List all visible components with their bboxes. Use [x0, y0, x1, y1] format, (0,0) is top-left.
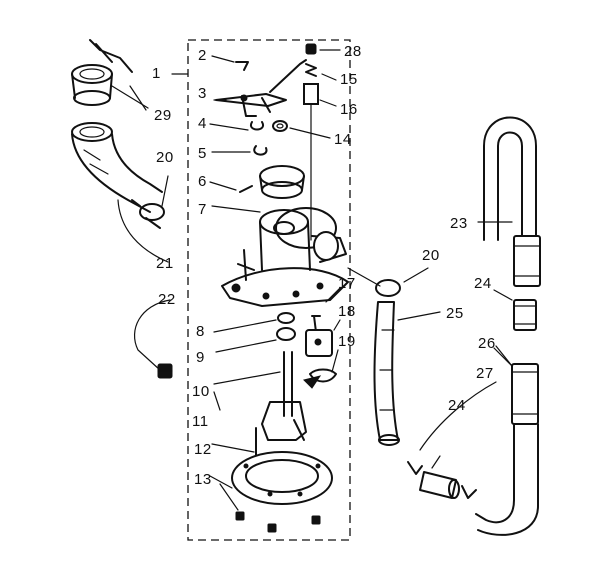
part-18-switch[interactable]	[305, 319, 341, 357]
callout-13[interactable]: 13	[194, 471, 212, 488]
part-26-lower-pipe[interactable]	[475, 347, 539, 536]
part-15-spring[interactable]	[305, 63, 337, 81]
part-23-j-pipe[interactable]	[477, 116, 541, 287]
part-11-agitator[interactable]	[255, 401, 307, 457]
callout-24-lower[interactable]: 24	[448, 397, 466, 414]
part-19-impeller[interactable]	[303, 349, 339, 389]
callout-16[interactable]: 16	[340, 101, 358, 118]
callout-6[interactable]: 6	[198, 173, 207, 190]
part-8-washer[interactable]	[213, 312, 295, 333]
callout-14[interactable]: 14	[334, 131, 352, 148]
part-22-screw[interactable]	[133, 299, 173, 379]
part-16-sleeve[interactable]	[303, 83, 337, 107]
callout-9[interactable]: 9	[196, 349, 205, 366]
callout-12[interactable]: 12	[194, 441, 212, 458]
callout-8[interactable]: 8	[196, 323, 205, 340]
part-7-float-cap[interactable]	[211, 165, 305, 213]
part-20-clamp-right[interactable]	[375, 267, 429, 297]
part-12-base-ring[interactable]	[231, 451, 333, 505]
callout-22[interactable]: 22	[158, 291, 176, 308]
part-21-elbow-hose[interactable]	[71, 122, 169, 263]
part-3-bracket[interactable]	[215, 59, 307, 117]
part-13-screws[interactable]	[219, 483, 321, 533]
callout-10[interactable]: 10	[192, 383, 210, 400]
part-25-hose[interactable]	[373, 301, 441, 446]
part-20-clamp-left[interactable]	[131, 175, 169, 229]
callout-11[interactable]: 11	[192, 413, 209, 430]
part-14-nut[interactable]	[272, 120, 331, 139]
callout-4[interactable]: 4	[198, 115, 207, 132]
callout-21[interactable]: 21	[156, 255, 174, 272]
callout-25[interactable]: 25	[446, 305, 464, 322]
part-28-cap[interactable]	[305, 43, 341, 55]
part-9-seal[interactable]	[215, 327, 296, 353]
part-6-pin[interactable]	[209, 181, 253, 193]
callout-18[interactable]: 18	[338, 303, 356, 320]
callout-5[interactable]: 5	[198, 145, 207, 162]
callout-17[interactable]: 17	[338, 275, 356, 292]
callout-7[interactable]: 7	[198, 201, 207, 218]
callout-29[interactable]: 29	[154, 107, 172, 124]
part-24-coupling-upper[interactable]	[493, 289, 537, 331]
callout-1[interactable]: 1	[152, 65, 161, 82]
callout-2[interactable]: 2	[198, 47, 207, 64]
callout-23[interactable]: 23	[450, 215, 468, 232]
callout-26[interactable]: 26	[478, 335, 496, 352]
part-10-shaft[interactable]	[213, 351, 293, 417]
part-5-clip[interactable]	[211, 145, 268, 156]
part-29-coupling[interactable]	[71, 39, 149, 109]
part-24-coupling-lower[interactable]	[419, 455, 460, 499]
callout-28[interactable]: 28	[344, 43, 362, 60]
part-27-clamps[interactable]	[407, 381, 497, 499]
part-4-spring[interactable]	[209, 121, 265, 131]
part-2-screw[interactable]	[211, 55, 249, 71]
callout-19[interactable]: 19	[338, 333, 356, 350]
assembly-frame	[187, 39, 351, 541]
callout-15[interactable]: 15	[340, 71, 358, 88]
leader-lines	[129, 73, 513, 489]
callout-24-upper[interactable]: 24	[474, 275, 492, 292]
callout-27[interactable]: 27	[476, 365, 494, 382]
callout-3[interactable]: 3	[198, 85, 207, 102]
callout-20-right[interactable]: 20	[422, 247, 440, 264]
pump-body[interactable]	[221, 207, 381, 307]
callout-20-left[interactable]: 20	[156, 149, 174, 166]
